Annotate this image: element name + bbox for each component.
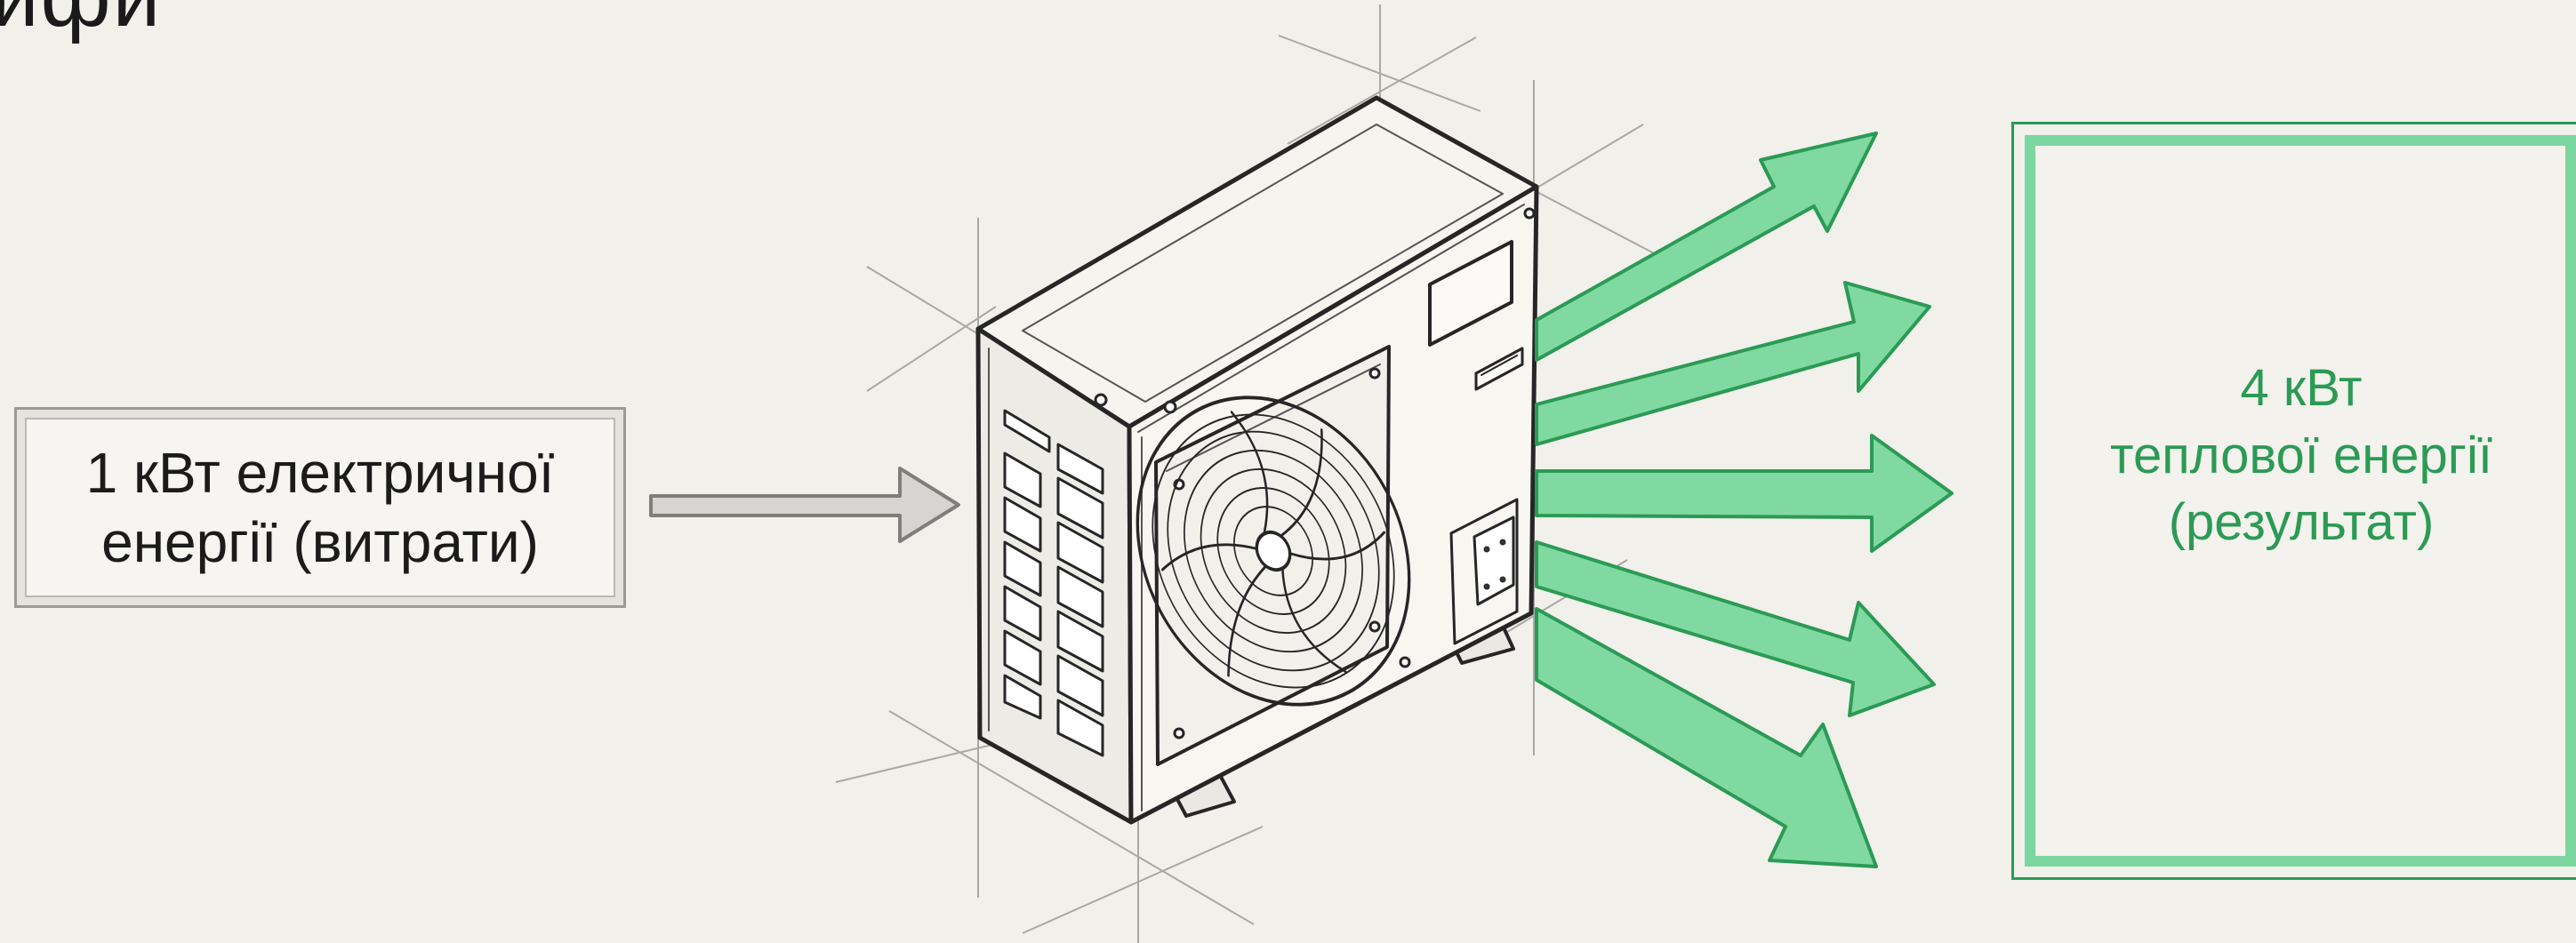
heat-output-inner: 4 кВт теплової енергії (результат) bbox=[2025, 135, 2576, 867]
heat-output-line-2: теплової енергії bbox=[2110, 426, 2492, 484]
heat-output-line-3: (результат) bbox=[2168, 493, 2435, 552]
heat-arrow-1-icon bbox=[1535, 132, 1878, 362]
electric-input-line-2: енергії (витрати) bbox=[101, 510, 539, 574]
control-panel-top bbox=[1428, 240, 1513, 347]
heat-pump-outdoor-unit-icon bbox=[975, 95, 1539, 825]
heat-arrow-4-icon bbox=[1535, 540, 1936, 717]
page-heading-fragment: ифи bbox=[0, 0, 162, 46]
heat-arrow-5-icon bbox=[1535, 607, 1878, 868]
electric-input-line-1: 1 кВт електричної bbox=[85, 440, 555, 505]
input-arrow-icon bbox=[649, 467, 960, 543]
heat-arrow-3-icon bbox=[1535, 434, 1954, 553]
heat-output-line-1: 4 кВт bbox=[2240, 359, 2363, 418]
heat-arrows bbox=[1535, 132, 1954, 868]
heat-arrow-2-icon bbox=[1535, 281, 1931, 446]
heat-output-label: 4 кВт теплової енергії (результат) bbox=[2110, 355, 2492, 555]
fan-icon bbox=[1136, 396, 1411, 707]
electric-input-inner: 1 кВт електричної енергії (витрати) bbox=[25, 418, 615, 597]
side-grille bbox=[1003, 409, 1104, 757]
electric-input-box: 1 кВт електричної енергії (витрати) bbox=[14, 407, 626, 608]
heat-output-box: 4 кВт теплової енергії (результат) bbox=[2011, 122, 2576, 880]
electric-input-label: 1 кВт електричної енергії (витрати) bbox=[86, 438, 555, 577]
